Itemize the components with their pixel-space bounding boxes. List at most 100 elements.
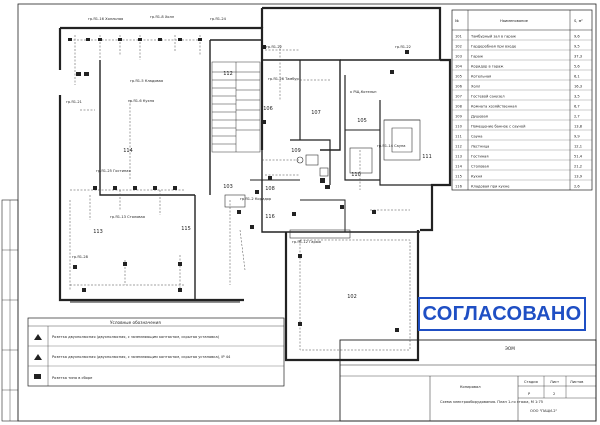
- table-cell: 111: [455, 135, 462, 139]
- table-cell: 103: [455, 55, 462, 59]
- table-cell: 21,2: [574, 165, 582, 169]
- table-cell: 107: [455, 95, 462, 99]
- table-cell: 51,4: [574, 155, 583, 159]
- fixtures: [224, 119, 421, 239]
- table-cell: 101: [455, 35, 462, 39]
- table-cell: Гостевой санузел: [471, 95, 505, 99]
- table-cell: 102: [455, 45, 462, 49]
- table-cell: Сауна: [471, 135, 482, 139]
- staircase: [211, 61, 261, 153]
- room-number: 108: [265, 186, 275, 192]
- room-number: 111: [422, 154, 432, 160]
- table-cell: Лестница: [471, 145, 489, 149]
- table-cell: 5,6: [574, 65, 580, 69]
- room-number: 102: [347, 294, 357, 300]
- legend-item: Розетка двухполюсная (двухполюсная, с за…: [52, 355, 231, 359]
- sheet-value: 2: [553, 392, 555, 396]
- room-schedule-table: № Наименование S, м² 101 Тамбурный зал в …: [451, 9, 593, 191]
- sheet-code: ЭОМ: [505, 346, 515, 351]
- approval-stamp: СОГЛАСОВАНО: [418, 297, 586, 331]
- wiring-lines: [69, 35, 411, 351]
- table-cell: Помещение банное с сауной: [471, 125, 526, 129]
- table-cell: 116: [455, 185, 463, 189]
- table-cell: 113: [455, 155, 462, 159]
- room-number: 107: [311, 110, 321, 116]
- circuit-label: гр.Я1-26 Тамбур: [268, 77, 300, 81]
- circuit-label: гр.Я1-2 Коридор: [240, 197, 272, 201]
- table-header: Наименование: [500, 19, 529, 23]
- table-cell: 9,9: [574, 135, 580, 139]
- room-number: 114: [123, 148, 133, 154]
- copied-by: Копировал: [460, 385, 481, 389]
- legend-title: Условные обозначения: [110, 320, 161, 325]
- room-number: 106: [263, 106, 273, 112]
- table-cell: Холл: [471, 85, 480, 89]
- table-cell: Гостиная: [471, 155, 489, 159]
- circuit-label: гр.Я1-22: [395, 45, 411, 49]
- circuit-label: гр.Я1-22: [266, 45, 282, 49]
- legend: Условные обозначения Розетка двухполюсна…: [27, 317, 285, 387]
- table-cell: 108: [455, 105, 463, 109]
- room-number: 105: [357, 118, 367, 124]
- table-cell: 114: [455, 165, 463, 169]
- room-number: 112: [223, 71, 233, 77]
- table-cell: 9,6: [574, 35, 580, 39]
- table-cell: 13,9: [574, 175, 583, 179]
- circuit-label: гр.Я1-8 Холл: [150, 15, 174, 19]
- table-cell: 9,5: [574, 45, 580, 49]
- table-cell: 6,7: [574, 105, 580, 109]
- title-block: ЭОМ Стадия Лист Листов Р 2 Схема электро…: [339, 339, 597, 422]
- table-cell: 13,8: [574, 125, 583, 129]
- table-cell: 12,1: [574, 145, 582, 149]
- circuit-label: гр.Я1-13 Столовая: [110, 215, 145, 219]
- room-number: 109: [291, 148, 301, 154]
- table-cell: Кухня: [471, 175, 482, 179]
- room-number: 113: [93, 229, 103, 235]
- table-cell: 16,3: [574, 85, 582, 89]
- table-cell: Столовая: [471, 165, 489, 169]
- circuit-label: гр.Я1-24: [210, 17, 227, 21]
- sheet-label: Лист: [550, 380, 559, 384]
- circuit-label: гр.Я1-5 Кладовая: [130, 79, 163, 83]
- table-header: №: [455, 19, 459, 23]
- circuit-label: к РЩ-Котельн: [350, 90, 377, 94]
- table-cell: Тамбурный зал в гараж: [470, 35, 517, 39]
- table-cell: Кладовая при кухне: [471, 185, 510, 189]
- room-number: 115: [181, 226, 191, 232]
- legend-item: Розетка типа в сборе: [52, 376, 93, 380]
- sheets-label: Листов: [570, 380, 583, 384]
- circuit-label: гр.Я1-14 Сауна: [377, 144, 406, 148]
- table-cell: Гараж: [471, 55, 484, 59]
- table-cell: 6,1: [574, 75, 580, 79]
- stage-value: Р: [528, 392, 531, 396]
- table-cell: 115: [455, 175, 462, 179]
- table-cell: 110: [455, 125, 463, 129]
- table-cell: 2,6: [574, 185, 580, 189]
- stage-label: Стадия: [524, 380, 538, 384]
- table-cell: Коридор в гараж: [471, 65, 504, 69]
- socket-ip44-icon: [34, 354, 42, 360]
- socket-icon: [34, 334, 42, 340]
- table-cell: 109: [455, 115, 463, 119]
- circuit-label: гр.Я1-16 Холльная: [88, 17, 123, 21]
- room-numbers: 114 113 112 106 107 103 115 108 109 110 …: [93, 71, 432, 300]
- circuit-label: гр.Я1-21: [66, 100, 82, 104]
- box-icon: [34, 374, 41, 379]
- table-cell: Душевая: [471, 115, 488, 119]
- table-cell: 112: [455, 145, 462, 149]
- table-cell: 3,5: [574, 95, 580, 99]
- table-cell: 105: [455, 75, 462, 79]
- table-cell: 2,7: [574, 115, 580, 119]
- table-cell: 104: [455, 65, 463, 69]
- table-header: S, м²: [574, 19, 583, 23]
- drawing-title: Схема электрооборудования. План 1-го эта…: [440, 400, 543, 404]
- legend-item: Розетка двухполюсная (двухполюсная, с за…: [52, 335, 220, 339]
- room-number: 103: [223, 184, 233, 190]
- socket-symbols: [68, 38, 409, 332]
- circuit-label: гр.Я1-6 Кухня: [128, 99, 154, 103]
- table-cell: Котельная: [471, 75, 491, 79]
- organization: ООО "ПАЦИ-2": [530, 409, 558, 413]
